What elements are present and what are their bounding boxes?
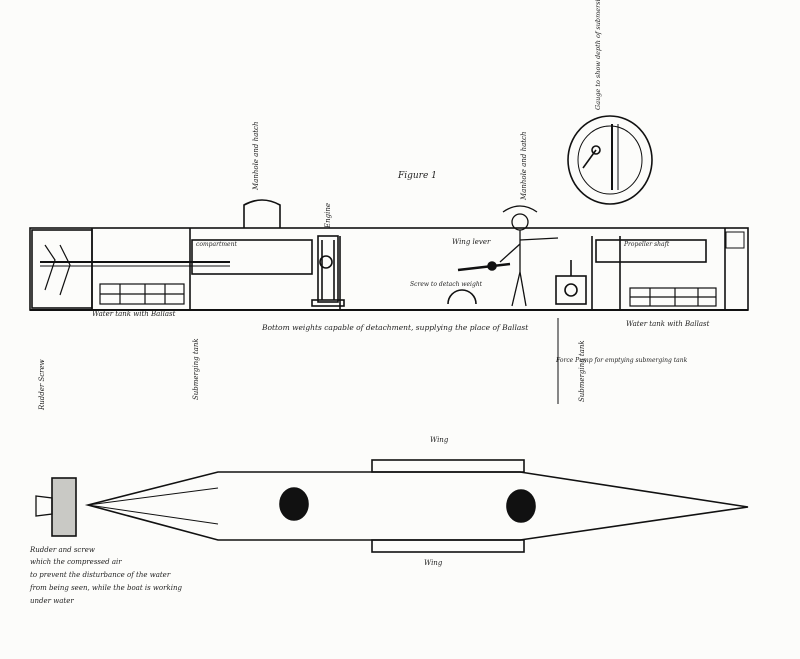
top-view: [35, 459, 749, 553]
side-view: [29, 199, 749, 311]
engine: [311, 235, 345, 307]
label-water-ballast-right: Water tank with Ballast: [626, 320, 710, 328]
note-line-1: Rudder and screw: [29, 546, 95, 554]
top-view-labels: Wing Wing Rudder and screw which the com…: [29, 436, 449, 605]
label-compartment: compartment: [196, 241, 237, 248]
label-shaft: Propeller shaft: [623, 241, 670, 248]
label-wing-bottom: Wing: [424, 559, 443, 567]
screw-stub: [35, 495, 53, 517]
ballast-right: [629, 287, 717, 307]
hatch-plan-left: [279, 487, 309, 521]
label-force-pump: Force Pump for emptying submerging tank: [555, 357, 688, 364]
note-line-4: from being seen, while the boat is worki…: [29, 584, 182, 592]
note-line-3: to prevent the disturbance of the water: [30, 571, 171, 579]
note-line-2: which the compressed air: [30, 558, 122, 566]
label-screw-detach: Screw to detach weight: [410, 281, 483, 288]
label-submerging-tank-left: Submerging tank: [192, 338, 200, 400]
force-pump: [555, 260, 587, 305]
hatch-left: [243, 199, 281, 228]
operator-figure: [499, 205, 559, 307]
wing-bottom: [371, 539, 525, 553]
label-rudder-screw: Rudder Screw: [38, 359, 46, 411]
depth-gauge: [567, 115, 653, 205]
label-water-ballast-left: Water tank with Ballast: [92, 310, 176, 318]
label-hatch-right: Manhole and hatch: [520, 132, 528, 202]
hatch-plan-right: [506, 489, 536, 523]
ballast-left: [99, 283, 185, 305]
side-view-labels: Figure 1 Water tank with Ballast Water t…: [38, 122, 710, 412]
submerging-tank-right: [595, 239, 707, 263]
hull-plan: [84, 471, 749, 541]
label-engine: Engine: [324, 203, 332, 229]
rudder-block: [51, 477, 77, 537]
label-submerging-tank-right: Submerging tank: [578, 340, 586, 402]
label-bottom-weight: Bottom weights capable of detachment, su…: [261, 323, 529, 332]
stern-compartment: [31, 229, 93, 309]
detach-wheel: [447, 289, 477, 305]
label-hatch-manhole: Manhole and hatch: [252, 122, 260, 192]
gauge-note: Gauge to show depth of submersion: [594, 0, 602, 110]
submerging-tank-left: [191, 239, 313, 275]
figure-title: Figure 1: [397, 171, 437, 181]
label-wing-top: Wing: [430, 436, 449, 444]
label-dive-lever: Wing lever: [452, 238, 491, 246]
dive-lever: [457, 262, 511, 272]
note-line-5: under water: [30, 597, 74, 605]
wing-top: [371, 459, 525, 473]
